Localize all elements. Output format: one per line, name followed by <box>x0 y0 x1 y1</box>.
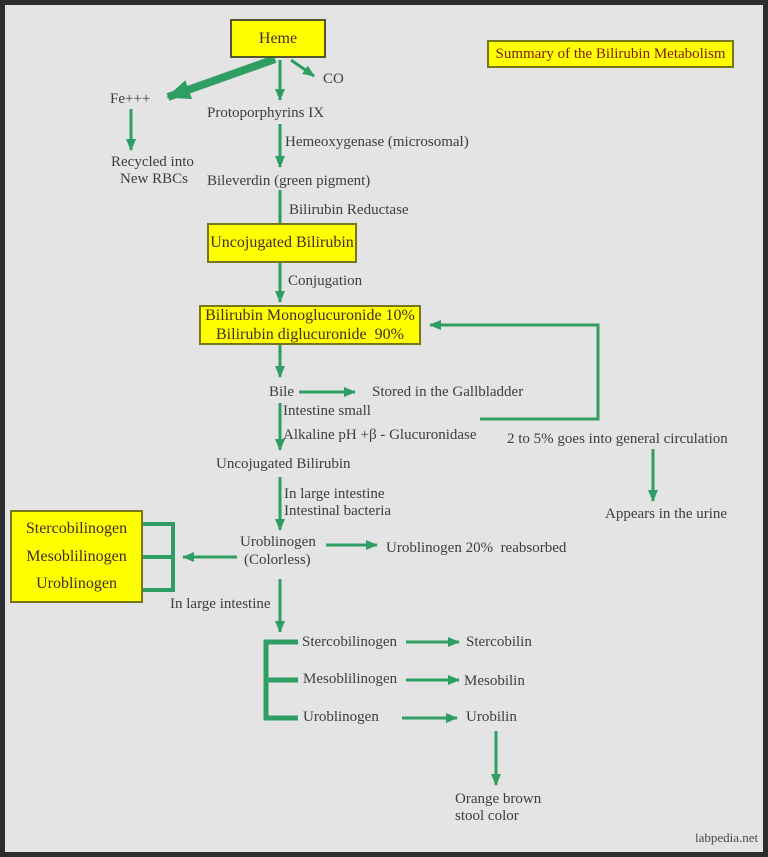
uroblinogen-label: Uroblinogen <box>240 534 316 550</box>
general-circulation-label: 2 to 5% goes into general circulation <box>507 431 728 447</box>
glucuronide-line2: Bilirubin diglucuronide 90% <box>216 326 404 343</box>
stool-color-line2: stool color <box>455 808 519 824</box>
unconjugated-bilirubin-2-label: Uncojugated Bilirubin <box>216 456 351 472</box>
arrow-heme-to-co <box>290 58 315 78</box>
stored-gallbladder-label: Stored in the Gallbladder <box>372 384 524 400</box>
co-label: CO <box>323 71 344 87</box>
large-intestine-label-2: In large intestine <box>170 596 271 612</box>
uroblinogen-row-label: Uroblinogen <box>303 709 379 725</box>
arrow-heme-to-fe <box>166 55 277 101</box>
arrow-recirculation-elbow <box>429 320 600 421</box>
pigment-list-node: Stercobilinogen Mesoblilinogen Uroblinog… <box>10 510 143 603</box>
intestinal-bacteria-label: Intestinal bacteria <box>284 503 392 519</box>
colorless-label: (Colorless) <box>244 552 311 568</box>
appears-in-urine-label: Appears in the urine <box>605 506 728 522</box>
reabsorbed-label: Uroblinogen 20% reabsorbed <box>386 540 567 556</box>
recycled-line2: New RBCs <box>120 171 188 187</box>
diagram-title: Summary of the Bilirubin Metabolism <box>495 45 726 62</box>
alkaline-glucuronidase-label: Alkaline pH +β - Glucuronidase <box>283 427 477 443</box>
watermark: labpedia.net <box>695 830 759 845</box>
stool-color-line1: Orange brown <box>455 791 542 807</box>
heme-node: Heme <box>230 19 326 58</box>
conjugation-label: Conjugation <box>288 273 363 289</box>
bracket-pigment-box <box>143 522 175 592</box>
bracket-conversion-rows <box>263 639 298 721</box>
protoporphyrins-label: Protoporphyrins IX <box>207 105 325 121</box>
bileverdin-label: Bileverdin (green pigment) <box>207 173 371 189</box>
bilirubin-glucuronide-node: Bilirubin Monoglucuronide 10% Bilirubin … <box>199 305 421 345</box>
mesobilin-label: Mesobilin <box>464 673 525 689</box>
hemeoxygenase-label: Hemeoxygenase (microsomal) <box>285 134 469 150</box>
pigment-mesoblilinogen: Mesoblilinogen <box>26 547 127 565</box>
glucuronide-line1: Bilirubin Monoglucuronide 10% <box>205 307 415 324</box>
stercobilin-label: Stercobilin <box>466 634 532 650</box>
pigment-uroblinogen: Uroblinogen <box>36 575 117 592</box>
urobilin-label: Urobilin <box>466 709 517 725</box>
recycled-line1: Recycled into <box>111 154 194 170</box>
mesoblilinogen-label: Mesoblilinogen <box>303 671 398 687</box>
large-intestine-label-1: In large intestine <box>284 486 385 502</box>
stercobilinogen-label: Stercobilinogen <box>302 634 397 650</box>
pigment-stercobilinogen: Stercobilinogen <box>25 520 128 537</box>
unconjugated-bilirubin-label: Uncojugated Bilirubin <box>210 234 354 251</box>
diagram-title-box: Summary of the Bilirubin Metabolism <box>487 40 734 68</box>
unconjugated-bilirubin-node: Uncojugated Bilirubin <box>207 223 357 263</box>
intestine-small-label: Intestine small <box>283 403 371 419</box>
bile-label: Bile <box>269 384 294 400</box>
fe-label: Fe+++ <box>110 91 151 107</box>
bilirubin-reductase-label: Bilirubin Reductase <box>289 202 409 218</box>
heme-label: Heme <box>258 29 298 47</box>
